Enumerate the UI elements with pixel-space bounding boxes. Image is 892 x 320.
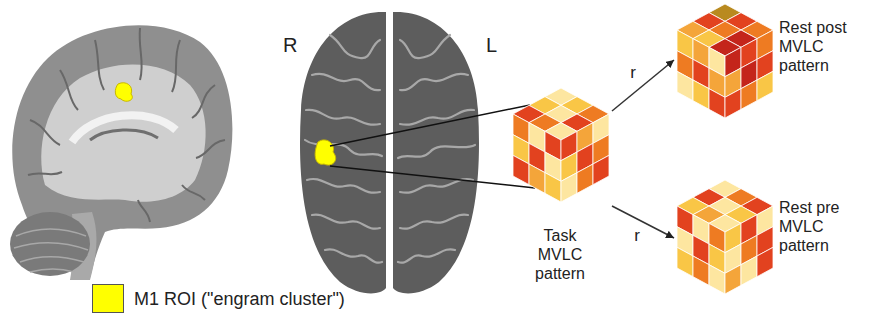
pattern-node: Rest post MVLC pattern	[675, 2, 855, 118]
pattern-node: Rest pre MVLC pattern	[675, 178, 855, 296]
legend-swatch	[92, 284, 124, 313]
pattern-node: Task MVLC pattern	[508, 84, 612, 283]
edge-label: r	[632, 227, 642, 245]
hemisphere-label: R	[283, 34, 297, 56]
leader-line	[330, 105, 535, 188]
legend: M1 ROI ("engram cluster")	[92, 284, 345, 317]
arrow-connector	[612, 60, 674, 111]
legend-text: M1 ROI ("engram cluster")	[134, 288, 345, 310]
edge-label: r	[628, 64, 638, 82]
pattern-label: Rest pre MVLC pattern	[779, 198, 855, 255]
sagittal-brain	[10, 25, 232, 280]
pattern-cube	[677, 4, 773, 118]
hemisphere-label: L	[486, 34, 497, 56]
pattern-label: Rest post MVLC pattern	[779, 18, 855, 75]
pattern-label: Task MVLC pattern	[527, 226, 593, 283]
pattern-cube	[677, 180, 773, 294]
arrow-connector	[612, 206, 674, 238]
axial-brain	[300, 12, 479, 293]
pattern-cube	[513, 88, 609, 202]
